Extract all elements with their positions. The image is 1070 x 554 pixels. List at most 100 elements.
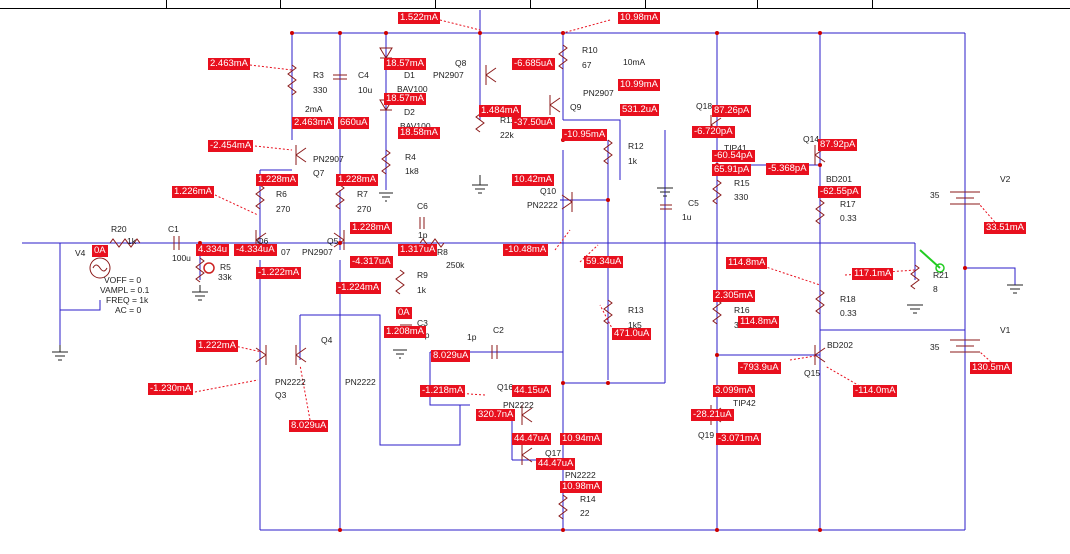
label-q7: Q7	[313, 168, 325, 178]
label-r13-value: 1k5	[628, 320, 642, 330]
current-label: 1.317uA	[398, 244, 438, 256]
label-q3-model: PN2222	[275, 377, 306, 387]
label-d1: D1	[404, 70, 415, 80]
label-c2-value: 1p	[467, 332, 477, 342]
current-label: 10.98mA	[560, 481, 603, 493]
label-c1: C1	[168, 224, 179, 234]
label-q17-model: PN2222	[565, 470, 596, 480]
label-ac: AC = 0	[115, 305, 142, 315]
resistor-r21	[910, 264, 920, 290]
resistor-r17	[815, 199, 825, 225]
label-q5-model: PN2907	[302, 247, 333, 257]
label-c3: C3	[417, 318, 428, 328]
current-label: 10.94mA	[560, 433, 603, 445]
label-r15: R15	[734, 178, 750, 188]
label-r18: R18	[840, 294, 856, 304]
components	[89, 44, 980, 520]
current-label: 1.208mA	[384, 326, 427, 338]
current-label: 1.522mA	[398, 12, 441, 24]
current-label: 114.8mA	[738, 316, 780, 328]
label-q9: Q9	[570, 102, 582, 112]
current-label: 18.58mA	[398, 127, 441, 139]
transistor-q17	[521, 445, 533, 465]
toolbar-separator	[166, 0, 167, 8]
current-label: -62.55pA	[818, 186, 861, 198]
label-r11: R11	[500, 115, 515, 125]
current-label: 44.47uA	[536, 458, 576, 470]
label-r13: R13	[628, 305, 644, 315]
current-label: 10.98mA	[618, 12, 661, 24]
label-r12: R12	[628, 141, 644, 151]
label-supply-v2-value: 35	[930, 190, 940, 200]
current-label: 1.228mA	[256, 174, 299, 186]
label-2ma: 2mA	[305, 104, 323, 114]
label-r10: R10	[582, 45, 598, 55]
label-d1-value: BAV100	[397, 84, 428, 94]
transistor-q7	[295, 145, 307, 165]
current-label: 59.34uA	[584, 256, 624, 268]
current-label: 4.334u	[196, 244, 230, 256]
label-q10: Q10	[540, 186, 557, 196]
capacitor-c4	[333, 74, 347, 80]
label-r5-value: 33k	[218, 272, 232, 282]
label-r7: R7	[357, 189, 368, 199]
current-label: -60.54pA	[712, 150, 755, 162]
probe-leaders	[194, 19, 1001, 421]
label-q19-model: TIP42	[733, 398, 756, 408]
probe-marker-red[interactable]	[203, 262, 215, 274]
toolbar-separator	[435, 0, 436, 8]
capacitor-c5	[660, 204, 672, 210]
current-label: -10.48mA	[503, 244, 549, 256]
label-r6-value: 270	[276, 204, 291, 214]
label-q15: Q15	[804, 368, 821, 378]
resistor-r6	[255, 184, 265, 210]
label-q16: Q16	[497, 382, 514, 392]
label-c6: C6	[417, 201, 428, 211]
label-r17: R17	[840, 199, 856, 209]
label-d2-value: BAV100	[400, 121, 431, 131]
current-label: 8.029uA	[289, 420, 329, 432]
label-r14-value: 22	[580, 508, 590, 518]
current-label: 320.7nA	[476, 409, 516, 421]
label-r8: R8	[437, 247, 448, 257]
label-freq: FREQ = 1k	[106, 295, 149, 305]
label-r16: R16	[734, 305, 750, 315]
label-c6-value: 1p	[418, 230, 428, 240]
label-d2: D2	[404, 107, 415, 117]
label-q14-model: BD201	[826, 174, 852, 184]
label-r7-value: 270	[357, 204, 372, 214]
ground-symbols	[52, 175, 1023, 361]
current-label: -1.222mA	[256, 267, 302, 279]
label-c1-value: 100u	[172, 253, 191, 263]
current-label: 531.2uA	[620, 104, 660, 116]
label-r4: R4	[405, 152, 416, 162]
label-r9-value: 1k	[417, 285, 426, 295]
current-label: 8.029uA	[431, 350, 471, 362]
wires	[22, 10, 1016, 531]
current-label: -4.334uA	[234, 244, 277, 256]
resistor-r13	[603, 299, 613, 325]
label-c2: C2	[493, 325, 504, 335]
current-label: 1.484mA	[479, 105, 522, 117]
current-label: -114.0mA	[853, 385, 898, 397]
transistor-q4	[295, 345, 307, 365]
current-label: -5.368pA	[766, 163, 809, 175]
label-q9-model: PN2907	[583, 88, 614, 98]
toolbar-separator	[872, 0, 873, 8]
label-c5: C5	[688, 198, 699, 208]
current-label: -4.317uA	[350, 256, 393, 268]
label-voff: VOFF = 0	[104, 275, 142, 285]
current-label: -37.50uA	[512, 117, 555, 129]
toolbar-separator	[280, 0, 281, 8]
probe-marker-tip[interactable]	[935, 263, 945, 273]
current-label: 2.305mA	[713, 290, 756, 302]
toolbar-separator	[530, 0, 531, 8]
transistor-q3	[255, 345, 267, 365]
current-label: 0A	[396, 307, 412, 319]
label-q16-model: PN2222	[503, 400, 534, 410]
toolbar-strip	[0, 0, 1070, 9]
current-label: 10.42mA	[512, 174, 555, 186]
label-q10-model: PN2222	[527, 200, 558, 210]
current-label: 1.226mA	[172, 186, 215, 198]
